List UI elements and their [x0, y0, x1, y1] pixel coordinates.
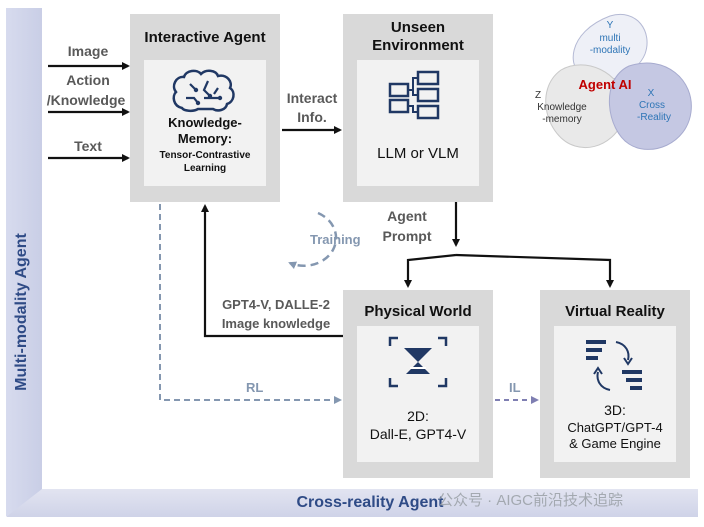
text-input-label: Text: [74, 138, 102, 154]
unseen-environment-title-1: Unseen: [390, 19, 446, 36]
sort-arrows-icon: [586, 340, 642, 391]
llm-or-vlm-label: LLM or VLM: [377, 145, 459, 162]
venn-memory-label: -memory: [542, 114, 582, 125]
venn-knowledge-label: Knowledge: [537, 102, 587, 113]
cross-reality-agent-label: Cross-reality Agent: [296, 494, 444, 511]
knowledge-memory-label-2: Memory:: [177, 131, 233, 146]
physical-world-title: Physical World: [364, 303, 472, 320]
cross-reality-band: [6, 489, 698, 517]
gpt4v-dalle2-label: GPT4-V, DALLE-2: [222, 297, 330, 312]
agent-ai-venn-diagram: [545, 13, 692, 150]
learning-label: Learning: [183, 163, 227, 174]
rl-dashed-arrow: [159, 204, 342, 404]
game-engine-label: & Game Engine: [569, 436, 661, 451]
multi-modality-band: [6, 8, 42, 516]
physical-2d-label: 2D:: [407, 408, 429, 424]
knowledge-input-label: /Knowledge: [46, 92, 126, 108]
virtual-reality-arrow: [455, 253, 614, 288]
venn-multi-label: multi: [599, 33, 621, 44]
unseen-environment-title-2: Environment: [372, 37, 464, 54]
info-label: Info.: [297, 109, 327, 125]
agent-prompt-label-1: Agent: [387, 208, 427, 224]
wechat-watermark: 公众号 · AIGC前沿技术追踪: [438, 492, 624, 509]
image-knowledge-label: Image knowledge: [221, 316, 331, 331]
venn-z-label: Z: [534, 90, 542, 101]
venn-knowledge-memory-lobe: [545, 64, 626, 148]
rl-label: RL: [246, 380, 264, 395]
brain-icon: [172, 69, 235, 113]
venn-reality-label: -Reality: [637, 112, 671, 123]
virtual-3d-label: 3D:: [604, 402, 626, 418]
interactive-agent-title: Interactive Agent: [144, 29, 266, 46]
action-input-label: Action: [66, 72, 110, 88]
virtual-reality-panel: [554, 326, 676, 462]
venn-cross-reality-lobe: [608, 62, 692, 150]
chatgpt-gpt4-label: ChatGPT/GPT-4: [567, 420, 663, 435]
venn-y-label: Y: [606, 20, 614, 31]
knowledge-memory-label-1: Knowledge-: [168, 115, 242, 130]
hierarchy-icon: [388, 70, 440, 120]
training-loop-arrow: [288, 211, 338, 270]
image-knowledge-feedback-arrow: [201, 204, 343, 338]
venn-modality-label: -modality: [589, 45, 631, 56]
agent-prompt-label-2: Prompt: [382, 228, 432, 244]
knowledge-memory-panel: [144, 60, 266, 186]
venn-cross-label: Cross: [638, 100, 666, 111]
interact-label: Interact: [286, 90, 338, 106]
il-label: IL: [509, 380, 521, 395]
training-label: Training: [310, 232, 361, 247]
object-detection-icon: [388, 336, 448, 388]
virtual-reality-title: Virtual Reality: [565, 303, 665, 320]
venn-agent-ai-label: Agent AI: [578, 77, 632, 92]
image-input-label: Image: [67, 43, 109, 59]
physical-world-arrow: [404, 253, 457, 288]
venn-x-label: X: [647, 88, 655, 99]
dall-e-gpt4v-label: Dall-E, GPT4-V: [369, 426, 467, 442]
tensor-contrastive-label: Tensor-Contrastive: [159, 150, 251, 161]
